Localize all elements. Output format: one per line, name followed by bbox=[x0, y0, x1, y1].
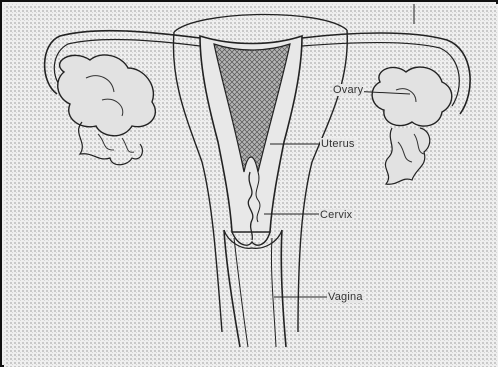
label-uterus: Uterus bbox=[320, 138, 356, 150]
label-vagina: Vagina bbox=[327, 291, 364, 303]
label-cervix: Cervix bbox=[319, 209, 353, 221]
ovary-right bbox=[372, 67, 452, 126]
label-ovary: Ovary bbox=[332, 84, 364, 96]
